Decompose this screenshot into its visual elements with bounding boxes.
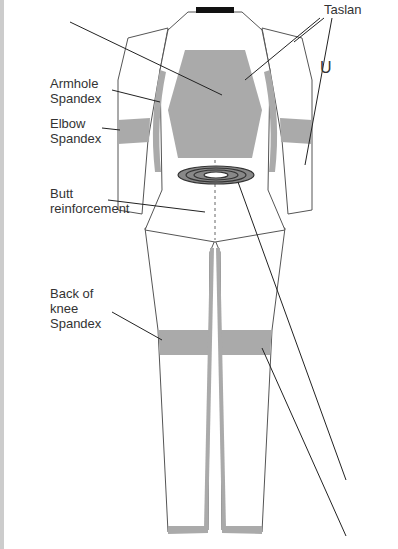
leader-line (262, 348, 346, 536)
collar (196, 7, 234, 13)
part-label: U (320, 60, 350, 75)
left-inner-leg-seam (206, 248, 212, 528)
leader-line (305, 18, 332, 165)
part-label: Butt reinforcement (50, 186, 142, 216)
part-label: Armhole Spandex (50, 76, 110, 106)
left-knee-spandex (158, 330, 209, 355)
leader-line (102, 128, 120, 130)
right-leg (215, 228, 285, 532)
leader-line (238, 182, 346, 480)
leader-line (112, 90, 160, 102)
leader-line (245, 18, 320, 80)
zipper-disc (178, 166, 254, 184)
part-label: Elbow Spandex (50, 116, 110, 146)
leader-line (294, 18, 324, 42)
right-knee-spandex (221, 330, 272, 355)
right-elbow-spandex (280, 118, 312, 144)
part-label: Taslan (324, 2, 394, 17)
left-elbow-spandex (118, 118, 150, 144)
back-spandex-panel (168, 50, 262, 158)
left-foot (168, 526, 208, 534)
right-inner-leg-seam (218, 248, 224, 528)
right-foot (222, 526, 262, 534)
part-label: Back of knee Spandex (50, 286, 108, 331)
right-armhole-spandex (264, 70, 277, 172)
page-edge-bar (0, 0, 4, 549)
leader-line (112, 312, 162, 340)
left-armhole-spandex (153, 70, 166, 172)
left-leg (145, 228, 215, 532)
